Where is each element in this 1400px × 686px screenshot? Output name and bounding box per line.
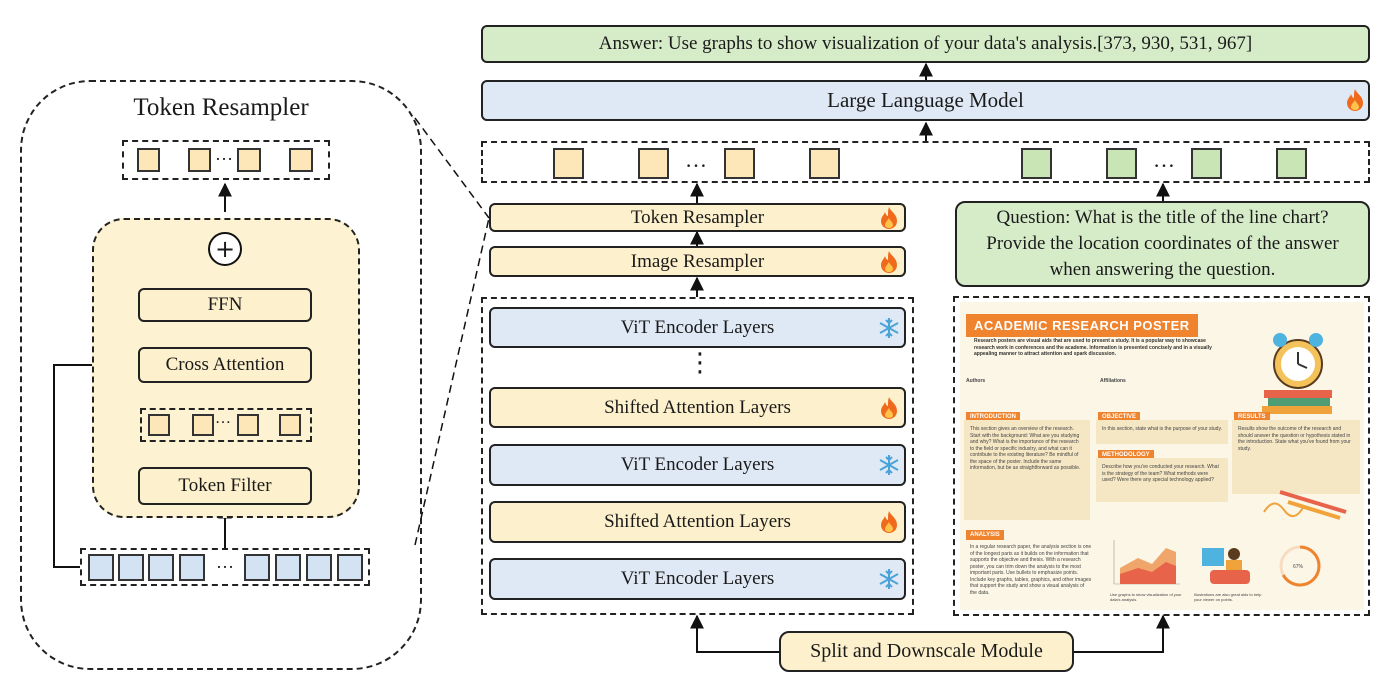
- poster-image: ACADEMIC RESEARCH POSTER Research poster…: [960, 302, 1364, 610]
- token-resampler-title: Token Resampler: [133, 94, 309, 121]
- arrow-split-to-vit: [690, 614, 779, 653]
- poster-caption-2: Illustrations are also great aids to hel…: [1194, 592, 1262, 602]
- token: [337, 554, 363, 581]
- visual-token: [809, 148, 840, 179]
- zoom-line-top: [414, 117, 490, 219]
- arrow-split-to-poster: [1074, 614, 1170, 653]
- image-resampler-block: Image Resampler: [489, 246, 906, 277]
- poster-caption-1: Use graphs to show visualization of your…: [1110, 592, 1182, 602]
- plus-sign: +: [214, 235, 236, 263]
- poster-objective-body: In this section, state what is the purpo…: [1102, 426, 1222, 432]
- token: [137, 148, 160, 172]
- snowflake-icon: [878, 316, 900, 340]
- poster-illustration: [1200, 540, 1260, 588]
- text-token: [1106, 148, 1137, 179]
- poster-analysis-body: In a regular research paper, the analysi…: [970, 544, 1092, 596]
- cross-attention-block: Cross Attention: [138, 347, 312, 383]
- ellipsis: …: [216, 552, 235, 572]
- output-tokens-row: …: [122, 140, 330, 180]
- visual-token: [724, 148, 755, 179]
- fire-icon: [878, 396, 900, 420]
- token-resampler-detail-panel: [20, 80, 422, 670]
- split-downscale-module: Split and Downscale Module: [779, 631, 1074, 672]
- fire-icon: [1344, 88, 1366, 112]
- answer-box: Answer: Use graphs to show visualization…: [481, 25, 1370, 63]
- poster-methodology-header: METHODOLOGY: [1098, 450, 1154, 460]
- ffn-block: FFN: [138, 288, 312, 322]
- token: [237, 148, 261, 172]
- vit-encoder-layers-3: ViT Encoder Layers: [489, 558, 906, 600]
- question-box: Question: What is the title of the line …: [955, 201, 1370, 287]
- poster-title: ACADEMIC RESEARCH POSTER: [966, 314, 1198, 337]
- text-token: [1191, 148, 1222, 179]
- ellipsis: …: [215, 410, 232, 427]
- poster-frame: [953, 296, 1370, 616]
- token: [188, 148, 211, 172]
- poster-results-header: RESULTS: [1234, 412, 1270, 422]
- llm-input-tokens-row: … …: [481, 141, 1370, 183]
- zoom-line-bottom: [414, 217, 490, 546]
- token: [192, 414, 214, 436]
- text-token: [1021, 148, 1052, 179]
- token-resampler-block: Token Resampler: [489, 203, 906, 232]
- add-circle: +: [208, 232, 242, 266]
- token: [279, 414, 301, 436]
- ellipsis: …: [685, 147, 708, 172]
- llm-block: Large Language Model: [481, 80, 1370, 121]
- poster-area-chart: [1110, 538, 1182, 588]
- poster-donut-label: 67%: [1293, 564, 1304, 570]
- vertical-ellipsis: ⋮: [687, 348, 713, 378]
- llm-label: Large Language Model: [827, 88, 1024, 112]
- poster-authors-label: Authors: [966, 378, 986, 384]
- poster-affiliations-label: Affiliations: [1100, 378, 1126, 384]
- token: [118, 554, 144, 581]
- visual-token: [553, 148, 584, 179]
- clock-illustration: [1256, 322, 1340, 418]
- token: [88, 554, 114, 581]
- poster-objective-header: OBJECTIVE: [1098, 412, 1141, 422]
- token: [237, 414, 259, 436]
- shifted-attention-layers-2: Shifted Attention Layers: [489, 501, 906, 543]
- shifted-attention-layers-1: Shifted Attention Layers: [489, 387, 906, 428]
- poster-introduction-body: This section gives an overview of the re…: [970, 426, 1081, 471]
- poster-methodology-body: Describe how you've conducted your resea…: [1102, 464, 1219, 483]
- snowflake-icon: [878, 567, 900, 591]
- visual-token: [638, 148, 669, 179]
- token: [244, 554, 270, 581]
- token: [148, 414, 170, 436]
- fire-icon: [878, 206, 900, 230]
- snowflake-icon: [878, 453, 900, 477]
- poster-introduction-box: [964, 420, 1090, 520]
- input-tokens-row: …: [80, 548, 370, 586]
- vit-encoder-layers-2: ViT Encoder Layers: [489, 444, 906, 486]
- poster-methodology-box: [1096, 458, 1228, 502]
- poster-results-body: Results show the outcome of the research…: [1238, 426, 1351, 452]
- poster-objective-box: [1096, 420, 1228, 444]
- poster-introduction-header: INTRODUCTION: [966, 412, 1020, 422]
- pencils-illustration: [1260, 482, 1356, 522]
- fire-icon: [878, 510, 900, 534]
- token: [179, 554, 205, 581]
- vision-encoder-stack: [481, 297, 914, 615]
- vit-encoder-layers-1: ViT Encoder Layers: [489, 307, 906, 348]
- token-filter-block: Token Filter: [138, 467, 312, 505]
- poster-results-box: [1232, 420, 1360, 494]
- poster-intro-text: Research posters are visual aids that ar…: [974, 338, 1212, 357]
- ellipsis: …: [215, 144, 234, 164]
- poster-donut-chart: [1276, 542, 1324, 590]
- filtered-tokens-row: …: [140, 408, 312, 442]
- text-token: [1276, 148, 1307, 179]
- token: [306, 554, 332, 581]
- token: [148, 554, 174, 581]
- token: [289, 148, 313, 172]
- token: [275, 554, 301, 581]
- fire-icon: [878, 250, 900, 274]
- ellipsis: …: [1153, 147, 1176, 172]
- poster-analysis-header: ANALYSIS: [966, 530, 1004, 540]
